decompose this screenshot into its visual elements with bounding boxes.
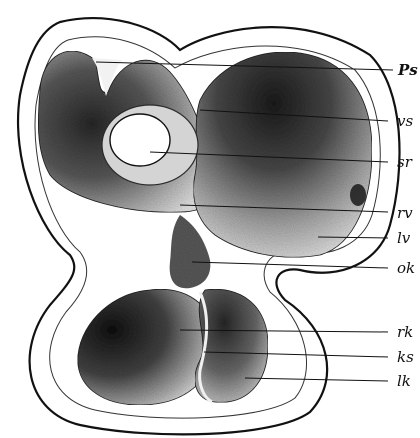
sr-chamber-inner xyxy=(110,114,170,166)
label-vs: vs xyxy=(397,112,413,130)
label-rk: rk xyxy=(397,323,413,341)
figure-labels: Ps vs sr rv lv ok rk ks lk xyxy=(397,61,418,390)
right-lobe-dark-spot xyxy=(350,184,366,206)
label-ok: ok xyxy=(397,259,415,277)
label-ps: Ps xyxy=(397,61,418,79)
label-lk: lk xyxy=(397,372,411,390)
label-lv: lv xyxy=(397,229,411,247)
label-rv: rv xyxy=(397,204,413,222)
label-sr: sr xyxy=(397,153,413,171)
label-ks: ks xyxy=(397,348,414,366)
